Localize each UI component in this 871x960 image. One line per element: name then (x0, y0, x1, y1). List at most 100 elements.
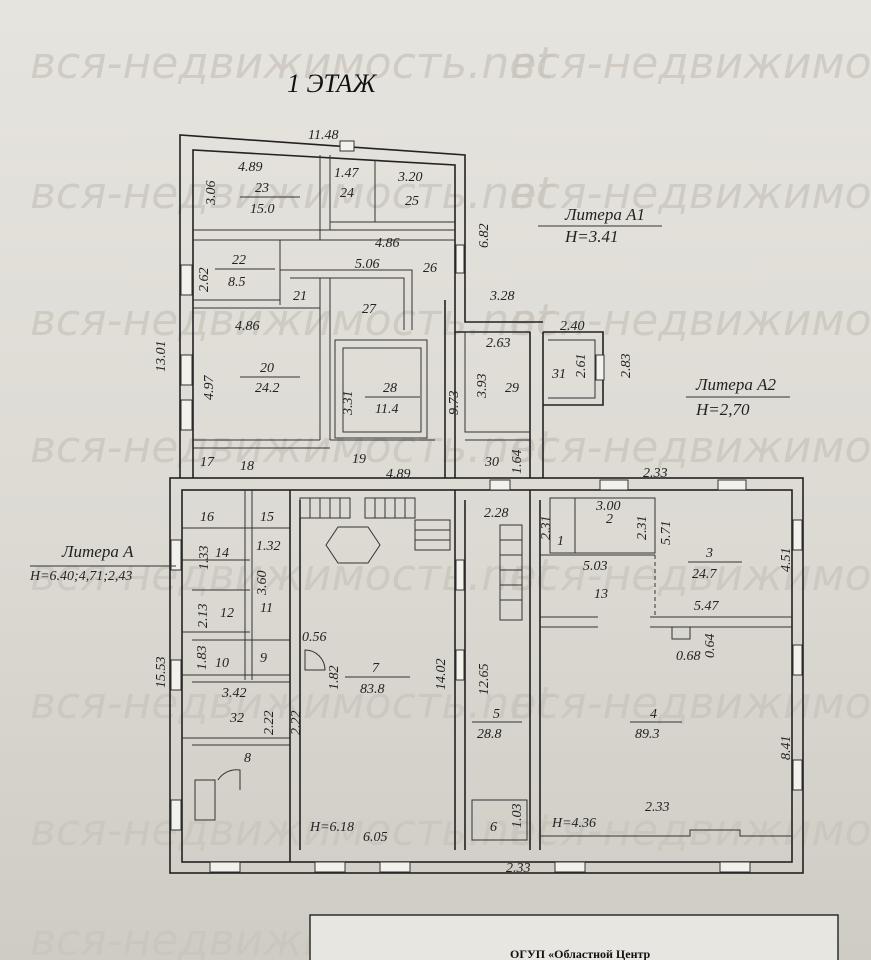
dimension: 1.83 (195, 646, 210, 671)
dimension: 13.01 (154, 341, 169, 373)
watermark: вся-недвижимость.net (30, 550, 555, 601)
dimension: 1.03 (510, 804, 525, 829)
floor-title: 1 ЭТАЖ (287, 69, 377, 98)
room-number: 27 (362, 302, 377, 317)
room-number: 26 (423, 261, 437, 276)
room-area: 24.7 (692, 567, 718, 582)
room-number: 1 (557, 534, 564, 549)
room-number: 11 (260, 601, 273, 616)
watermark: вся-недвижимость.net (510, 295, 871, 346)
dimension: 14.02 (434, 659, 449, 691)
dimension: 15.53 (154, 657, 169, 689)
watermark: вся-недвижимость.net (510, 550, 871, 601)
dimension: 6.82 (477, 224, 492, 249)
dimension: 5.47 (694, 599, 720, 614)
room-number: 12 (220, 606, 234, 621)
dimension: 4.51 (779, 548, 794, 573)
dimension: 4.97 (202, 375, 217, 401)
liter-a2-height: H=2,70 (695, 400, 750, 419)
room-number: 29 (505, 381, 519, 396)
room-number: 9 (260, 651, 267, 666)
dimension: 5.06 (355, 257, 380, 272)
windows (170, 140, 803, 873)
room-area: 8.5 (228, 275, 246, 290)
room-number: 7 (372, 661, 380, 676)
dimension: 5.03 (583, 559, 608, 574)
room-number: 24 (340, 186, 354, 201)
dimension: 4.89 (386, 467, 411, 482)
dimension: 3.31 (341, 391, 356, 417)
room-area: 11.4 (375, 402, 398, 417)
room-area: 89.3 (635, 727, 660, 742)
dimension: 3.28 (489, 289, 515, 304)
room-number: 21 (293, 289, 307, 304)
dimension: 2.31 (635, 516, 650, 541)
room-number: 16 (200, 510, 214, 525)
dimension: 11.48 (308, 128, 338, 143)
room-number: 28 (383, 381, 397, 396)
stamp-box: ОГУП «Областной Центр (309, 914, 839, 960)
dimension: 3.60 (255, 571, 270, 597)
dimension: 5.71 (659, 521, 674, 546)
dimension: 2.33 (643, 466, 668, 481)
room-labels: 23 15.0 24 25 22 8.5 26 21 27 20 24.2 28… (200, 181, 742, 835)
room-number: 15 (260, 510, 274, 525)
dimension: 1.82 (327, 666, 342, 691)
room-number: 19 (352, 452, 366, 467)
watermark: вся-недвижимость.net (30, 295, 555, 346)
room-area: 24.2 (255, 381, 280, 396)
dimension: 0.56 (302, 630, 327, 645)
dimension: 4.89 (238, 160, 263, 175)
watermarks: вся-недвижимость.net вся-недвижимость.ne… (30, 38, 871, 960)
dimension: 3.00 (595, 499, 621, 514)
room-area: 15.0 (250, 202, 275, 217)
room-number: 25 (405, 194, 419, 209)
dimension: 4.86 (235, 319, 260, 334)
dimension: 2.33 (645, 800, 670, 815)
dimension: 3.06 (204, 181, 219, 207)
dimension: 2.40 (560, 319, 585, 334)
liter-labels: Литера А1 H=3.41 Литера А2 H=2,70 Литера… (29, 205, 790, 584)
dimension: 2.22 (262, 711, 277, 736)
dimension: 1.33 (197, 546, 212, 571)
dimension: 2.61 (574, 354, 589, 379)
dimension: 2.22 (289, 711, 304, 736)
dimension: 3.42 (221, 686, 247, 701)
dimension: 9.73 (447, 391, 462, 416)
room-number: 18 (240, 459, 254, 474)
room-number: 2 (606, 512, 613, 527)
watermark: вся-недвижимость.net (510, 678, 871, 729)
dimension: 6.05 (363, 830, 388, 845)
dimension: 12.65 (477, 664, 492, 696)
dimension: 2.33 (506, 861, 531, 876)
dimension: 2.31 (539, 516, 554, 541)
watermark: вся-недвижимость.net (30, 38, 555, 89)
dimension: 2.13 (196, 604, 211, 629)
room-number: 4 (650, 707, 657, 722)
stamp-text: ОГУП «Областной Центр (510, 947, 651, 960)
ceiling-height: H=6.18 (309, 820, 354, 835)
walls-main-block (169, 477, 804, 874)
liter-a-height: H=6.40;4,71;2,43 (29, 569, 132, 584)
room-number: 13 (594, 587, 608, 602)
dimension: 3.93 (475, 374, 490, 400)
liter-a2-name: Литера А2 (695, 375, 776, 394)
room-area: 28.8 (477, 727, 502, 742)
room-number: 3 (705, 546, 713, 561)
watermark: вся-недвижимость.net (510, 168, 871, 219)
dimension: 4.86 (375, 236, 400, 251)
room-number: 10 (215, 656, 229, 671)
dimension: 1.32 (256, 539, 281, 554)
dimension: 2.62 (197, 268, 212, 293)
watermark: вся-недвижимость.net (30, 805, 555, 856)
liter-a1-height: H=3.41 (564, 227, 619, 246)
liter-a1-name: Литера А1 (564, 205, 645, 224)
dimension: 2.28 (484, 506, 509, 521)
room-number: 6 (490, 820, 497, 835)
dimension: 2.83 (619, 354, 634, 379)
watermark: вся-недвижимость.net (30, 678, 555, 729)
room-area: 83.8 (360, 682, 385, 697)
room-number: 23 (255, 181, 269, 196)
dimension-labels: 11.48 4.89 3.06 1.47 3.20 4.86 6.82 2.62… (154, 128, 794, 876)
room-number: 22 (232, 253, 246, 268)
